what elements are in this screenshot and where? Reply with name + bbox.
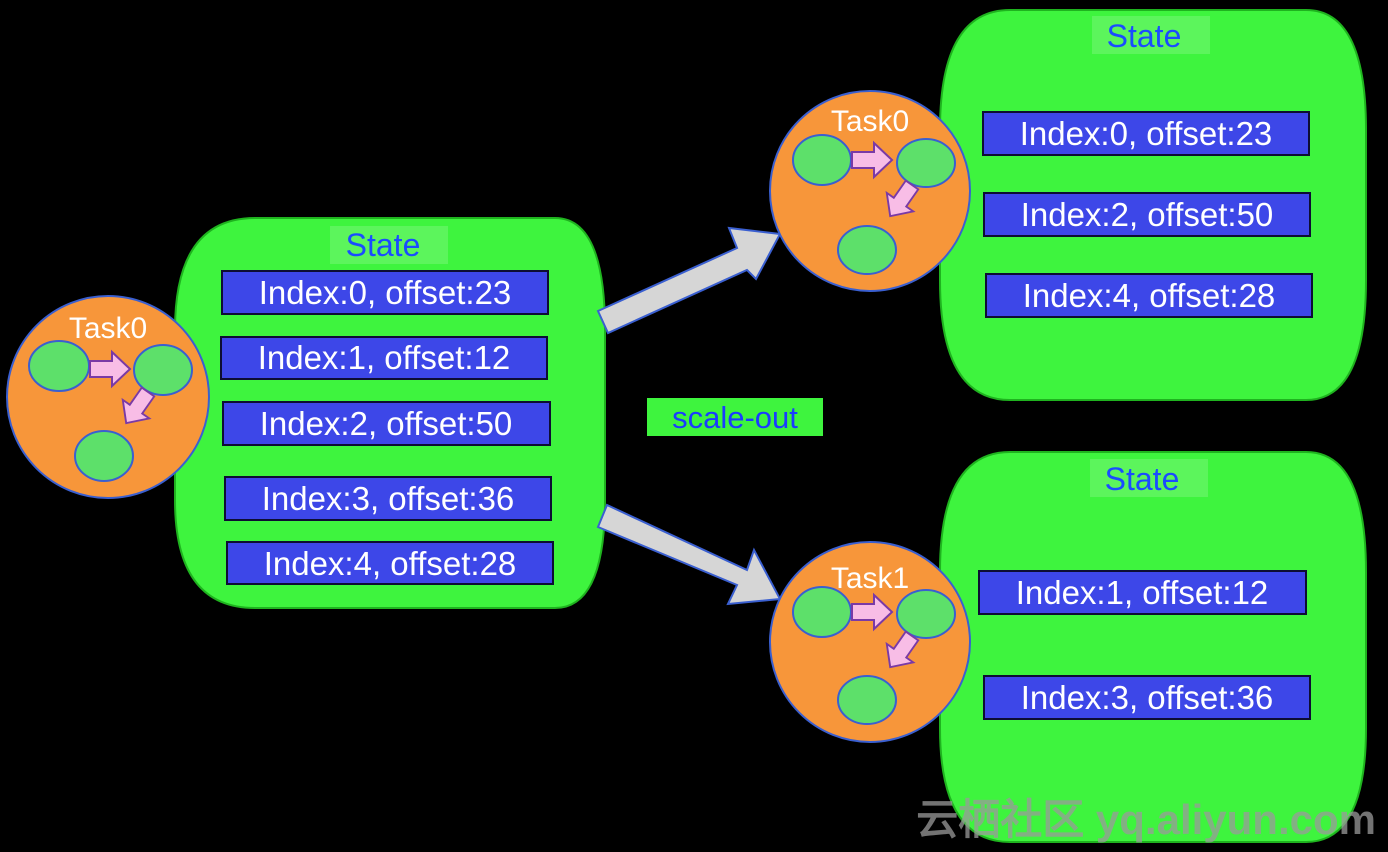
operator-node xyxy=(792,134,852,186)
operator-node xyxy=(837,225,897,275)
target-state-1-title: State xyxy=(1107,18,1182,54)
row-text: Index:3, offset:36 xyxy=(262,480,515,517)
row-text: Index:4, offset:28 xyxy=(1023,277,1276,314)
source-row-1: Index:1, offset:12 xyxy=(220,336,548,380)
target-1-row-0: Index:0, offset:23 xyxy=(982,111,1310,156)
source-task-label: Task0 xyxy=(69,312,147,345)
target-state-2-title-bg xyxy=(1090,459,1208,497)
operator-node xyxy=(28,340,90,392)
scale-out-arrow-down xyxy=(596,503,782,606)
row-text: Index:3, offset:36 xyxy=(1021,679,1274,716)
operator-node xyxy=(133,344,193,396)
target-task-2: Task1 xyxy=(769,541,971,743)
source-row-0: Index:0, offset:23 xyxy=(221,270,549,315)
source-task: Task0 xyxy=(6,295,210,499)
operator-node xyxy=(896,589,956,639)
source-row-4: Index:4, offset:28 xyxy=(226,541,554,585)
source-state: State Index:0, offset:23 Index:1, offset… xyxy=(174,217,606,609)
row-text: Index:4, offset:28 xyxy=(264,545,517,582)
operator-node xyxy=(792,586,852,638)
target-2-row-0: Index:1, offset:12 xyxy=(978,570,1307,615)
target-task-1: Task0 xyxy=(769,90,971,292)
row-text: Index:2, offset:50 xyxy=(1021,196,1274,233)
scale-out-text: scale-out xyxy=(672,400,798,435)
scale-out-arrow-up xyxy=(596,226,782,335)
target-state-2-shape xyxy=(939,451,1367,843)
operator-node xyxy=(837,675,897,725)
source-state-title-bg xyxy=(330,226,448,264)
source-row-2: Index:2, offset:50 xyxy=(222,401,551,446)
row-text: Index:1, offset:12 xyxy=(258,339,511,376)
source-row-3: Index:3, offset:36 xyxy=(224,476,552,521)
target-2-row-1: Index:3, offset:36 xyxy=(983,675,1311,720)
row-text: Index:1, offset:12 xyxy=(1016,574,1269,611)
target-state-2-title: State xyxy=(1105,461,1180,497)
row-text: Index:2, offset:50 xyxy=(260,405,513,442)
row-text: Index:0, offset:23 xyxy=(259,274,512,311)
row-text: Index:0, offset:23 xyxy=(1020,115,1273,152)
target-task-1-label: Task0 xyxy=(831,105,909,138)
target-state-1-title-bg xyxy=(1092,16,1210,54)
target-1-row-1: Index:2, offset:50 xyxy=(983,192,1311,237)
operator-node xyxy=(896,138,956,188)
watermark: 云栖社区 yq.aliyun.com xyxy=(916,796,1376,843)
target-state-2: State Index:1, offset:12 Index:3, offset… xyxy=(939,451,1367,843)
target-task-2-label: Task1 xyxy=(831,562,909,595)
operator-node xyxy=(74,430,134,482)
target-1-row-2: Index:4, offset:28 xyxy=(985,273,1313,318)
source-state-title: State xyxy=(346,227,421,263)
scale-out-label: scale-out xyxy=(647,398,823,436)
target-state-1: State Index:0, offset:23 Index:2, offset… xyxy=(939,9,1367,401)
